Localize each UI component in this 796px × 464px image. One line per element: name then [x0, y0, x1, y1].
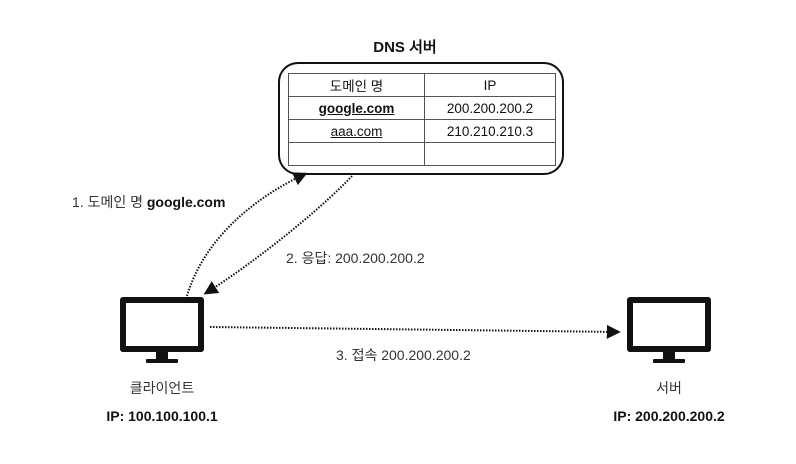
dns-server-title: DNS 서버 — [373, 39, 437, 56]
dns-server-box — [278, 62, 564, 175]
dns-table-domain-cell — [288, 142, 425, 166]
dns-table-row — [288, 142, 556, 166]
dns-table: 도메인 명 IP google.com 200.200.200.2 aaa.co… — [288, 73, 556, 166]
dns-table-header-domain: 도메인 명 — [288, 73, 425, 97]
server-name: 서버 — [656, 380, 682, 396]
step3-label: 3. 접속 200.200.200.2 — [336, 347, 471, 363]
dns-table-ip-cell: 210.210.210.3 — [424, 119, 556, 143]
dns-table-row: aaa.com 210.210.210.3 — [288, 119, 556, 143]
step1-domain: google.com — [146, 194, 226, 210]
dns-table-domain-cell: aaa.com — [288, 119, 425, 143]
dns-table-header-row: 도메인 명 IP — [288, 73, 556, 97]
request-arrow — [186, 172, 308, 297]
dns-table-domain-cell: google.com — [288, 96, 425, 120]
step1-label: 1. 도메인 명 google.com — [72, 192, 225, 212]
server-ip: IP: 200.200.200.2 — [613, 408, 725, 424]
domain-aaa: aaa.com — [330, 123, 383, 139]
step1-prefix: 1. 도메인 명 — [72, 194, 147, 210]
monitor-icon — [627, 297, 711, 363]
client-name: 클라이언트 — [129, 380, 195, 396]
connect-arrow — [209, 324, 621, 339]
domain-google: google.com — [318, 100, 395, 116]
response-arrow — [203, 175, 353, 295]
step2-label: 2. 응답: 200.200.200.2 — [286, 250, 425, 266]
client-ip: IP: 100.100.100.1 — [106, 408, 218, 424]
dns-table-ip-cell — [424, 142, 556, 166]
monitor-icon — [120, 297, 204, 363]
